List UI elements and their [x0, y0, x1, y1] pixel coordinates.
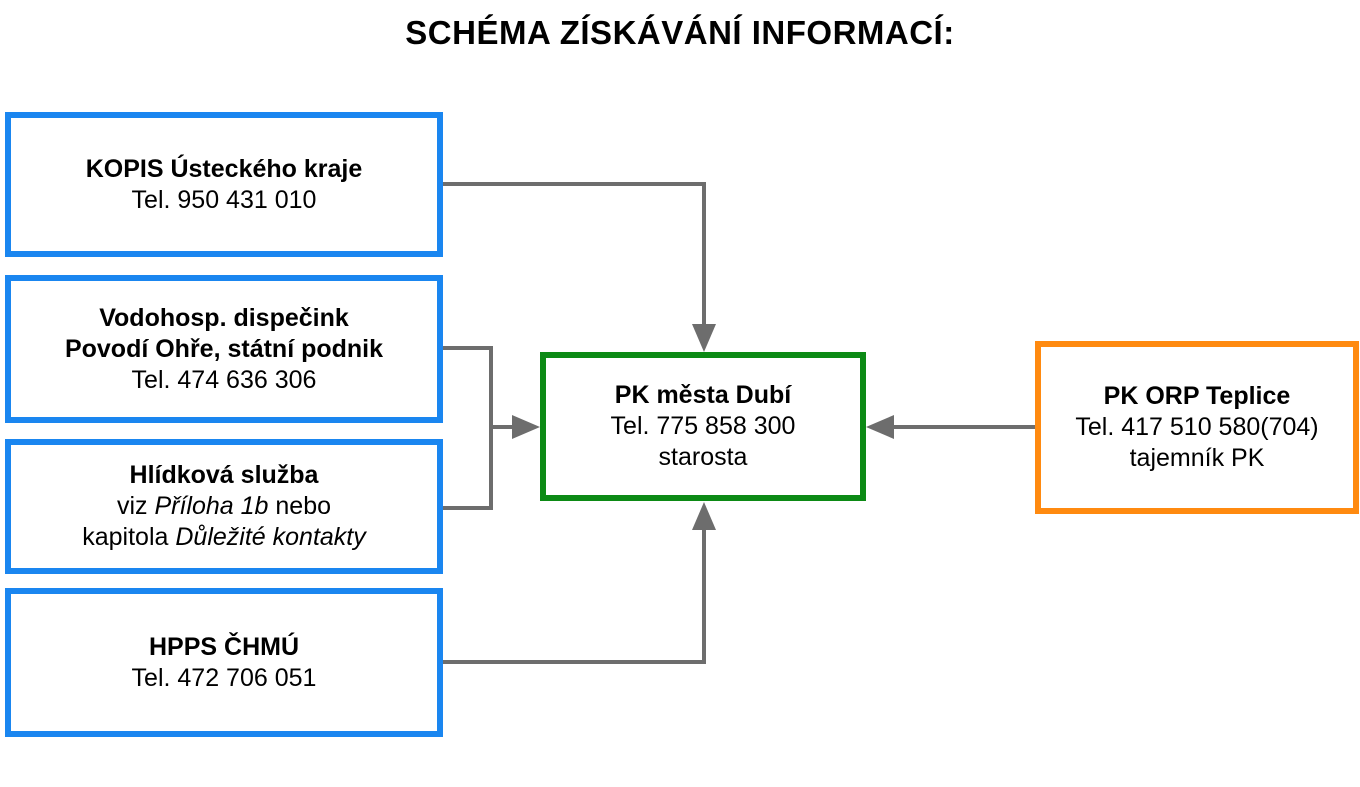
connector-hpps-to-center [443, 528, 706, 664]
hlidka-line3-italic: Důležité kontakty [175, 523, 366, 551]
hlidka-line2-italic: Příloha 1b [154, 492, 269, 520]
arrowhead-left-to-center [512, 415, 540, 439]
box-kopis: KOPIS Ústeckého kraje Tel. 950 431 010 [5, 112, 443, 257]
hpps-phone: Tel. 472 706 051 [131, 663, 317, 692]
box-pk-orp-teplice: PK ORP Teplice Tel. 417 510 580(704) taj… [1035, 341, 1359, 514]
hlidka-line2: viz Příloha 1b nebo [117, 491, 331, 522]
center-role: starosta [658, 443, 748, 471]
arrowhead-hpps-to-center [692, 502, 716, 530]
hlidka-line3-prefix: kapitola [82, 523, 176, 551]
box-hpps-chmu: HPPS ČHMÚ Tel. 472 706 051 [5, 588, 443, 737]
kopis-name: KOPIS Ústeckého kraje [85, 154, 363, 183]
orp-phone: Tel. 417 510 580(704) [1075, 413, 1319, 441]
diagram-title: SCHÉMA ZÍSKÁVÁNÍ INFORMACÍ: [405, 14, 955, 51]
hlidka-line2-suffix: nebo [268, 492, 332, 520]
hpps-name: HPPS ČHMÚ [148, 632, 299, 661]
center-phone: Tel. 775 858 300 [610, 412, 796, 440]
orp-name: PK ORP Teplice [1103, 382, 1291, 410]
arrowhead-orp-to-center [866, 415, 894, 439]
box-vodohosp-dispecink: Vodohosp. dispečink Povodí Ohře, státní … [5, 275, 443, 423]
arrowhead-kopis-to-center [692, 324, 716, 352]
center-name: PK města Dubí [614, 381, 792, 409]
kopis-phone: Tel. 950 431 010 [131, 185, 317, 214]
connector-kopis-to-center [443, 182, 706, 326]
hlidka-name: Hlídková služba [129, 461, 319, 489]
vodo-name-line1: Vodohosp. dispečink [99, 303, 349, 332]
hlidka-line3: kapitola Důležité kontakty [82, 522, 366, 553]
vodo-phone: Tel. 474 636 306 [131, 365, 317, 394]
vodo-name-line2: Povodí Ohře, státní podnik [64, 334, 384, 363]
orp-role: tajemník PK [1129, 444, 1265, 472]
hlidka-line2-prefix: viz [116, 492, 155, 520]
box-hlidkova-sluzba: Hlídková služba viz Příloha 1b nebo kapi… [5, 439, 443, 574]
connector-vodo-branch [443, 346, 493, 510]
box-pk-mesta-dubi: PK města Dubí Tel. 775 858 300 starosta [540, 352, 866, 501]
